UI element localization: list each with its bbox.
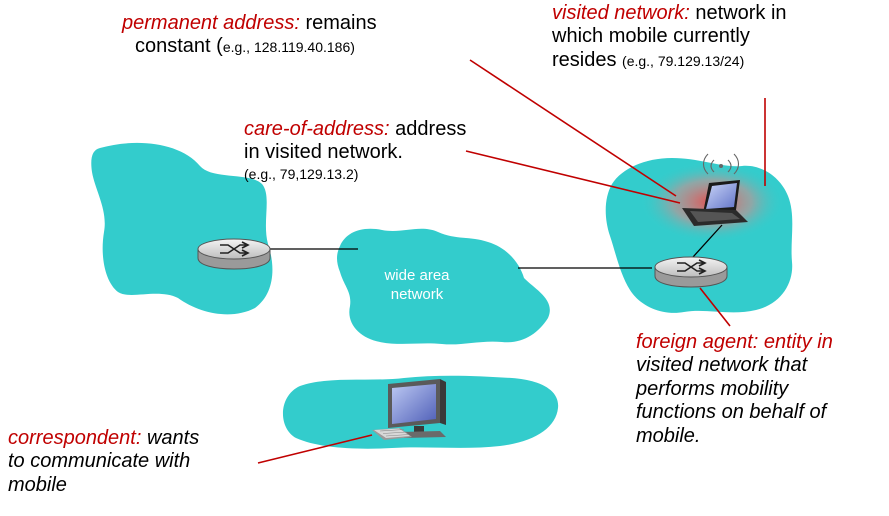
wan-label-line2: network (391, 286, 444, 303)
foreign-agent-line4: functions on behalf of (636, 401, 827, 424)
foreign-agent-label: foreign agent: entity in visited network… (636, 331, 833, 448)
correspondent-label: correspondent: wants to communicate with… (8, 427, 199, 497)
care-of-address-line2: in visited network. (244, 141, 403, 164)
mobile-laptop-icon (682, 180, 748, 226)
correspondent-term: correspondent: (8, 427, 142, 449)
home-router-icon (197, 238, 271, 270)
foreign-agent-term: foreign agent: (636, 331, 759, 353)
care-of-address-label: care-of-address: address in visited netw… (244, 118, 466, 182)
link-foreign-router-laptop (692, 224, 723, 258)
wireless-signal-icon (702, 153, 740, 175)
permanent-address-line1: permanent address: remains (122, 12, 377, 34)
visited-network-label: visited network: network in which mobile… (552, 2, 787, 72)
visited-network-line2: which mobile currently (552, 25, 750, 48)
permanent-address-line2: constant (e.g., 128.119.40.186) (135, 35, 355, 58)
correspondent-line1: correspondent: wants (8, 427, 200, 449)
pointer-care-of-address (465, 150, 681, 204)
care-of-address-term: care-of-address: (244, 118, 390, 140)
permanent-address-label: permanent address: remains constant (e.g… (122, 12, 377, 59)
foreign-agent-router-icon (654, 256, 728, 288)
wan-label-line1: wide area (383, 267, 450, 284)
correspondent-line2: to communicate with (8, 450, 191, 473)
visited-network-term: visited network: (552, 2, 690, 24)
permanent-address-term: permanent address: (122, 12, 300, 34)
pointer-foreign-agent (699, 287, 731, 327)
correspondent-desktop-icon (372, 379, 446, 440)
foreign-agent-line1: foreign agent: entity in (636, 331, 833, 353)
visited-network-line3: resides (e.g., 79.129.13/24) (552, 48, 745, 71)
foreign-agent-line5: mobile. (636, 424, 701, 447)
care-of-address-line1: care-of-address: address (244, 118, 467, 140)
wide-area-network-cloud (337, 228, 550, 345)
pointer-permanent-address (469, 59, 677, 197)
visited-network-line1: visited network: network in (552, 2, 787, 24)
care-of-address-line3: (e.g., 79,129.13.2) (244, 165, 359, 182)
home-network-cloud (91, 142, 273, 315)
pointer-correspondent (257, 434, 373, 464)
correspondent-line3: mobile (8, 473, 67, 496)
foreign-agent-line3: performs mobility (636, 377, 789, 400)
foreign-agent-line2: visited network that (636, 354, 808, 377)
